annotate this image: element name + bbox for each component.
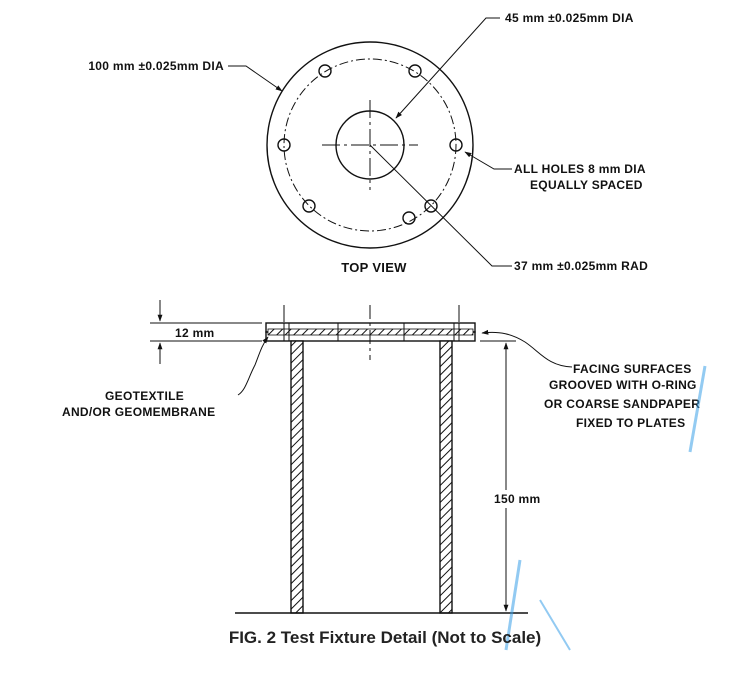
outer-dia-leader bbox=[228, 65, 283, 92]
facing-label-line2: GROOVED WITH O-RING bbox=[549, 378, 697, 392]
bolt-hole bbox=[449, 138, 463, 152]
geotextile-label-line2: AND/OR GEOMEMBRANE bbox=[62, 405, 215, 419]
facing-label-line4: FIXED TO PLATES bbox=[576, 416, 685, 430]
top-view: 100 mm ±0.025mm DIA 45 mm ±0.025mm DIA A… bbox=[88, 11, 648, 275]
outer-dia-label: 100 mm ±0.025mm DIA bbox=[88, 59, 224, 73]
bolt-hole bbox=[424, 199, 438, 213]
side-view: 12 mm 150 mm GEOTEXTILE AND/OR GEOMEMBRA… bbox=[62, 300, 700, 614]
bolt-hole bbox=[277, 138, 291, 152]
watermark-strokes bbox=[504, 365, 707, 651]
holes-leader bbox=[464, 151, 512, 170]
top-view-caption: TOP VIEW bbox=[341, 260, 407, 275]
bolt-circle bbox=[283, 58, 457, 232]
holes-label-line2: EQUALLY SPACED bbox=[530, 178, 643, 192]
radius-label: 37 mm ±0.025mm RAD bbox=[514, 259, 648, 273]
center-dia-leader bbox=[395, 17, 500, 119]
figure-title: FIG. 2 Test Fixture Detail (Not to Scale… bbox=[229, 628, 541, 647]
cylinder-wall-left bbox=[290, 340, 304, 614]
facing-label-line3: OR COARSE SANDPAPER bbox=[544, 397, 700, 411]
height-label: 150 mm bbox=[494, 492, 541, 506]
bolt-hole bbox=[408, 64, 422, 78]
center-dia-label: 45 mm ±0.025mm DIA bbox=[505, 11, 634, 25]
geotextile-label-line1: GEOTEXTILE bbox=[105, 389, 184, 403]
facing-label-line1: FACING SURFACES bbox=[573, 362, 692, 376]
holes-label-line1: ALL HOLES 8 mm DIA bbox=[514, 162, 646, 176]
bolt-hole bbox=[402, 211, 416, 225]
outer-plate-circle bbox=[266, 41, 474, 249]
thickness-label: 12 mm bbox=[175, 326, 215, 340]
bolt-hole bbox=[318, 64, 332, 78]
bolt-hole bbox=[302, 199, 316, 213]
radius-leader bbox=[369, 144, 512, 267]
facing-leader bbox=[481, 329, 573, 368]
bolt-holes bbox=[277, 64, 463, 225]
geotextile-leader bbox=[237, 336, 269, 396]
cylinder-wall-right bbox=[439, 340, 453, 614]
